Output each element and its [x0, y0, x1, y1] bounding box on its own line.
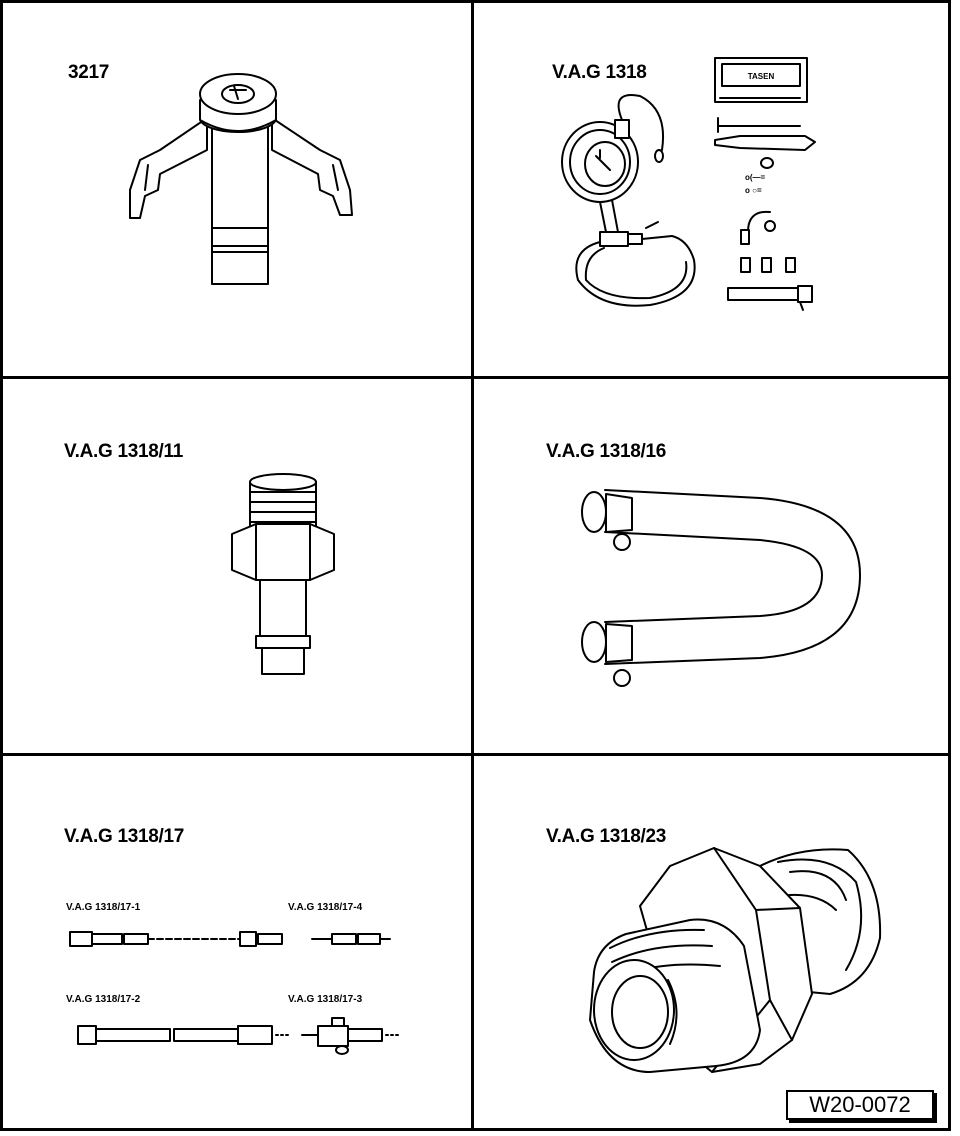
grid-divider-row-1 [0, 376, 951, 379]
tool-label-vag-1318-11: V.A.G 1318/11 [64, 441, 183, 462]
hose-illustration [581, 489, 861, 687]
pressure-gauge-kit-illustration: TASEN o(—= o ○= [561, 57, 816, 311]
svg-text:o(—=: o(—= [745, 173, 766, 182]
spreader-tool-illustration [129, 73, 353, 285]
figure-reference-text: W20-0072 [809, 1092, 911, 1117]
tool-label-vag-1318-17: V.A.G 1318/17 [64, 826, 185, 847]
sub-label-17-3: V.A.G 1318/17-3 [288, 994, 363, 1005]
threaded-adapter-illustration [231, 473, 335, 675]
tool-label-vag-1318-16: V.A.G 1318/16 [546, 441, 667, 462]
tool-label-vag-1318-23: V.A.G 1318/23 [546, 826, 667, 847]
sub-label-17-1: V.A.G 1318/17-1 [66, 902, 141, 913]
tool-label-3217: 3217 [68, 62, 110, 83]
grid-divider-vertical [471, 0, 474, 1131]
sub-label-17-4: V.A.G 1318/17-4 [288, 902, 363, 913]
sub-label-17-2: V.A.G 1318/17-2 [66, 994, 141, 1005]
svg-text:o ○=: o ○= [745, 186, 762, 195]
adapter-set-illustration [69, 931, 399, 1055]
grid-divider-row-2 [0, 753, 951, 756]
pad-label: TASEN [748, 72, 775, 81]
tool-label-vag-1318: V.A.G 1318 [552, 62, 647, 83]
figure-reference: W20-0072 [786, 1090, 934, 1120]
